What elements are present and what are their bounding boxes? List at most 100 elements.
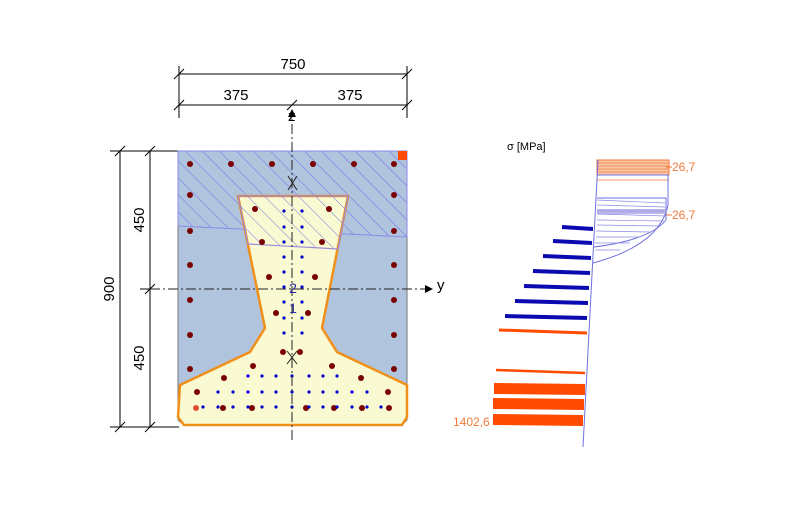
stress-bar-compression	[542, 254, 592, 260]
dim-half-height-top: 450	[131, 207, 148, 232]
steel-stress-bars	[493, 225, 594, 426]
strand-dot	[300, 270, 304, 274]
strand-dot	[282, 270, 286, 274]
rebar-dot	[359, 405, 365, 411]
strand-dot	[300, 331, 304, 335]
rebar-dot	[259, 239, 265, 245]
rebar-dot	[187, 297, 193, 303]
centroid-marker-bottom	[286, 350, 298, 365]
rebar-dot	[319, 239, 325, 245]
strand-dot	[300, 255, 304, 259]
strand-dot	[282, 300, 286, 304]
strand-dot	[274, 390, 278, 394]
strand-dot	[365, 405, 369, 409]
rebar-dot	[228, 161, 234, 167]
dim-half-width-right: 375	[337, 87, 362, 104]
rebar-dot	[310, 161, 316, 167]
strand-dot	[300, 316, 304, 320]
rebar-dot	[391, 297, 397, 303]
rebar-dot	[273, 310, 279, 316]
strand-dot	[365, 390, 369, 394]
stress-fill-lines	[595, 199, 667, 251]
strand-dot	[307, 374, 311, 378]
stress-bottom-value: 1402,6	[453, 415, 490, 429]
rebar-dot	[385, 389, 391, 395]
strand-dot	[260, 390, 264, 394]
rebar-dot	[194, 389, 200, 395]
centroid-label-1: 1	[289, 300, 297, 316]
stress-title: σ [MPa]	[507, 141, 546, 153]
stress-band-mid	[597, 209, 667, 214]
strand-dot	[282, 331, 286, 335]
strand-dot	[300, 300, 304, 304]
strand-dot	[260, 405, 264, 409]
stress-bar-compression	[532, 269, 591, 275]
rebar-dot	[312, 274, 318, 280]
strand-dot	[282, 209, 286, 213]
stress-bar-compression	[504, 314, 588, 320]
stress-bar-tension	[495, 368, 586, 375]
strand-dot	[282, 240, 286, 244]
rebar-dot	[329, 363, 335, 369]
centroid-label-2: 2	[289, 280, 297, 296]
strand-dot	[350, 405, 354, 409]
rebar-dot	[252, 206, 258, 212]
strand-dot	[300, 209, 304, 213]
strand-dot	[274, 405, 278, 409]
stress-bar-compression	[523, 284, 590, 290]
rebar-dot	[358, 375, 364, 381]
strand-dot	[282, 225, 286, 229]
axes	[150, 109, 433, 440]
y-axis-label: y	[437, 277, 445, 294]
strand-dot	[216, 390, 220, 394]
stress-bar-tension-thick	[493, 414, 583, 426]
rebar-dot	[249, 405, 255, 411]
rebar-dot	[187, 161, 193, 167]
rebar-dot	[187, 192, 193, 198]
strand-dot	[260, 374, 264, 378]
strand-dot	[216, 405, 220, 409]
strand-dot	[246, 374, 250, 378]
stress-diagram: σ [MPa] 26,7 26,7 1402,6	[453, 141, 696, 448]
stress-bar-tension-thick	[493, 398, 584, 410]
rebar-dot	[187, 262, 193, 268]
strand-dot	[282, 285, 286, 289]
strand-dot	[282, 255, 286, 259]
rebar-dot	[351, 161, 357, 167]
strand-dot	[231, 390, 235, 394]
strand-dot	[300, 225, 304, 229]
stress-top-value: 26,7	[672, 160, 696, 174]
stress-bar-tension-thick	[494, 383, 585, 395]
stress-baseline	[582, 159, 599, 448]
strand-dot	[335, 374, 339, 378]
rebar-dot-highlight	[193, 405, 199, 411]
rebar-dot	[305, 310, 311, 316]
rebar-dot	[280, 349, 286, 355]
stress-bar-compression	[514, 299, 589, 305]
rebar-dot	[266, 274, 272, 280]
centroid-marker-top	[287, 175, 298, 191]
dim-total-height: 900	[101, 276, 118, 301]
concrete-stress-curve-inner	[593, 197, 667, 248]
strand-dot	[335, 405, 339, 409]
stress-bar-tension	[498, 328, 588, 335]
rebar-dot	[220, 405, 226, 411]
rebar-dot	[391, 366, 397, 372]
rebar-dot	[297, 349, 303, 355]
strand-dot	[379, 405, 383, 409]
stress-bar-compression	[561, 225, 594, 231]
strand-dot	[300, 285, 304, 289]
rebar-dot	[250, 363, 256, 369]
rebar-dot	[391, 332, 397, 338]
compression-zone-hatch	[177, 150, 408, 238]
strand-dot	[307, 390, 311, 394]
strand-group	[201, 209, 383, 409]
dim-half-height-bottom: 450	[131, 345, 148, 370]
strand-dot	[335, 390, 339, 394]
corner-marker	[398, 151, 407, 160]
strand-dot	[231, 405, 235, 409]
stress-mid-value: 26,7	[672, 208, 696, 222]
strand-dot	[282, 316, 286, 320]
